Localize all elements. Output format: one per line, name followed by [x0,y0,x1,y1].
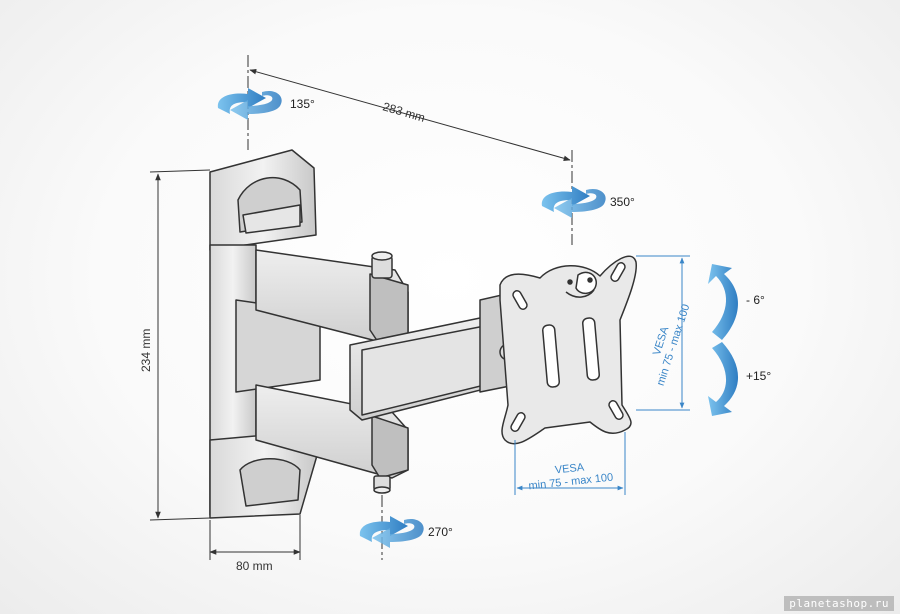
top-rotation-label: 135° [290,97,315,111]
rotation-arrow-top-icon [217,88,282,120]
depth-label: 80 mm [236,559,273,573]
rotation-arrow-bottom-icon [359,516,424,548]
tilt-down-arrow-icon [708,342,739,416]
tilt-up-arrow-icon [708,264,739,340]
tilt-up-label: - 6° [746,293,765,307]
vesa-plate [499,255,637,445]
vesa-dimension-lines [514,255,690,495]
bottom-rotation-label: 270° [428,525,453,539]
reach-label: 283 mm [381,99,427,124]
tilt-down-label: +15° [746,369,771,383]
rotation-arrow-middle-icon [541,186,606,218]
vesa-horizontal-title: VESA [554,461,585,476]
middle-rotation-label: 350° [610,195,635,209]
wall-plate [209,149,321,519]
upper-arm [255,249,409,346]
watermark: planetashop.ru [784,596,894,611]
height-label: 234 mm [139,329,153,372]
dimension-lines [149,55,573,560]
